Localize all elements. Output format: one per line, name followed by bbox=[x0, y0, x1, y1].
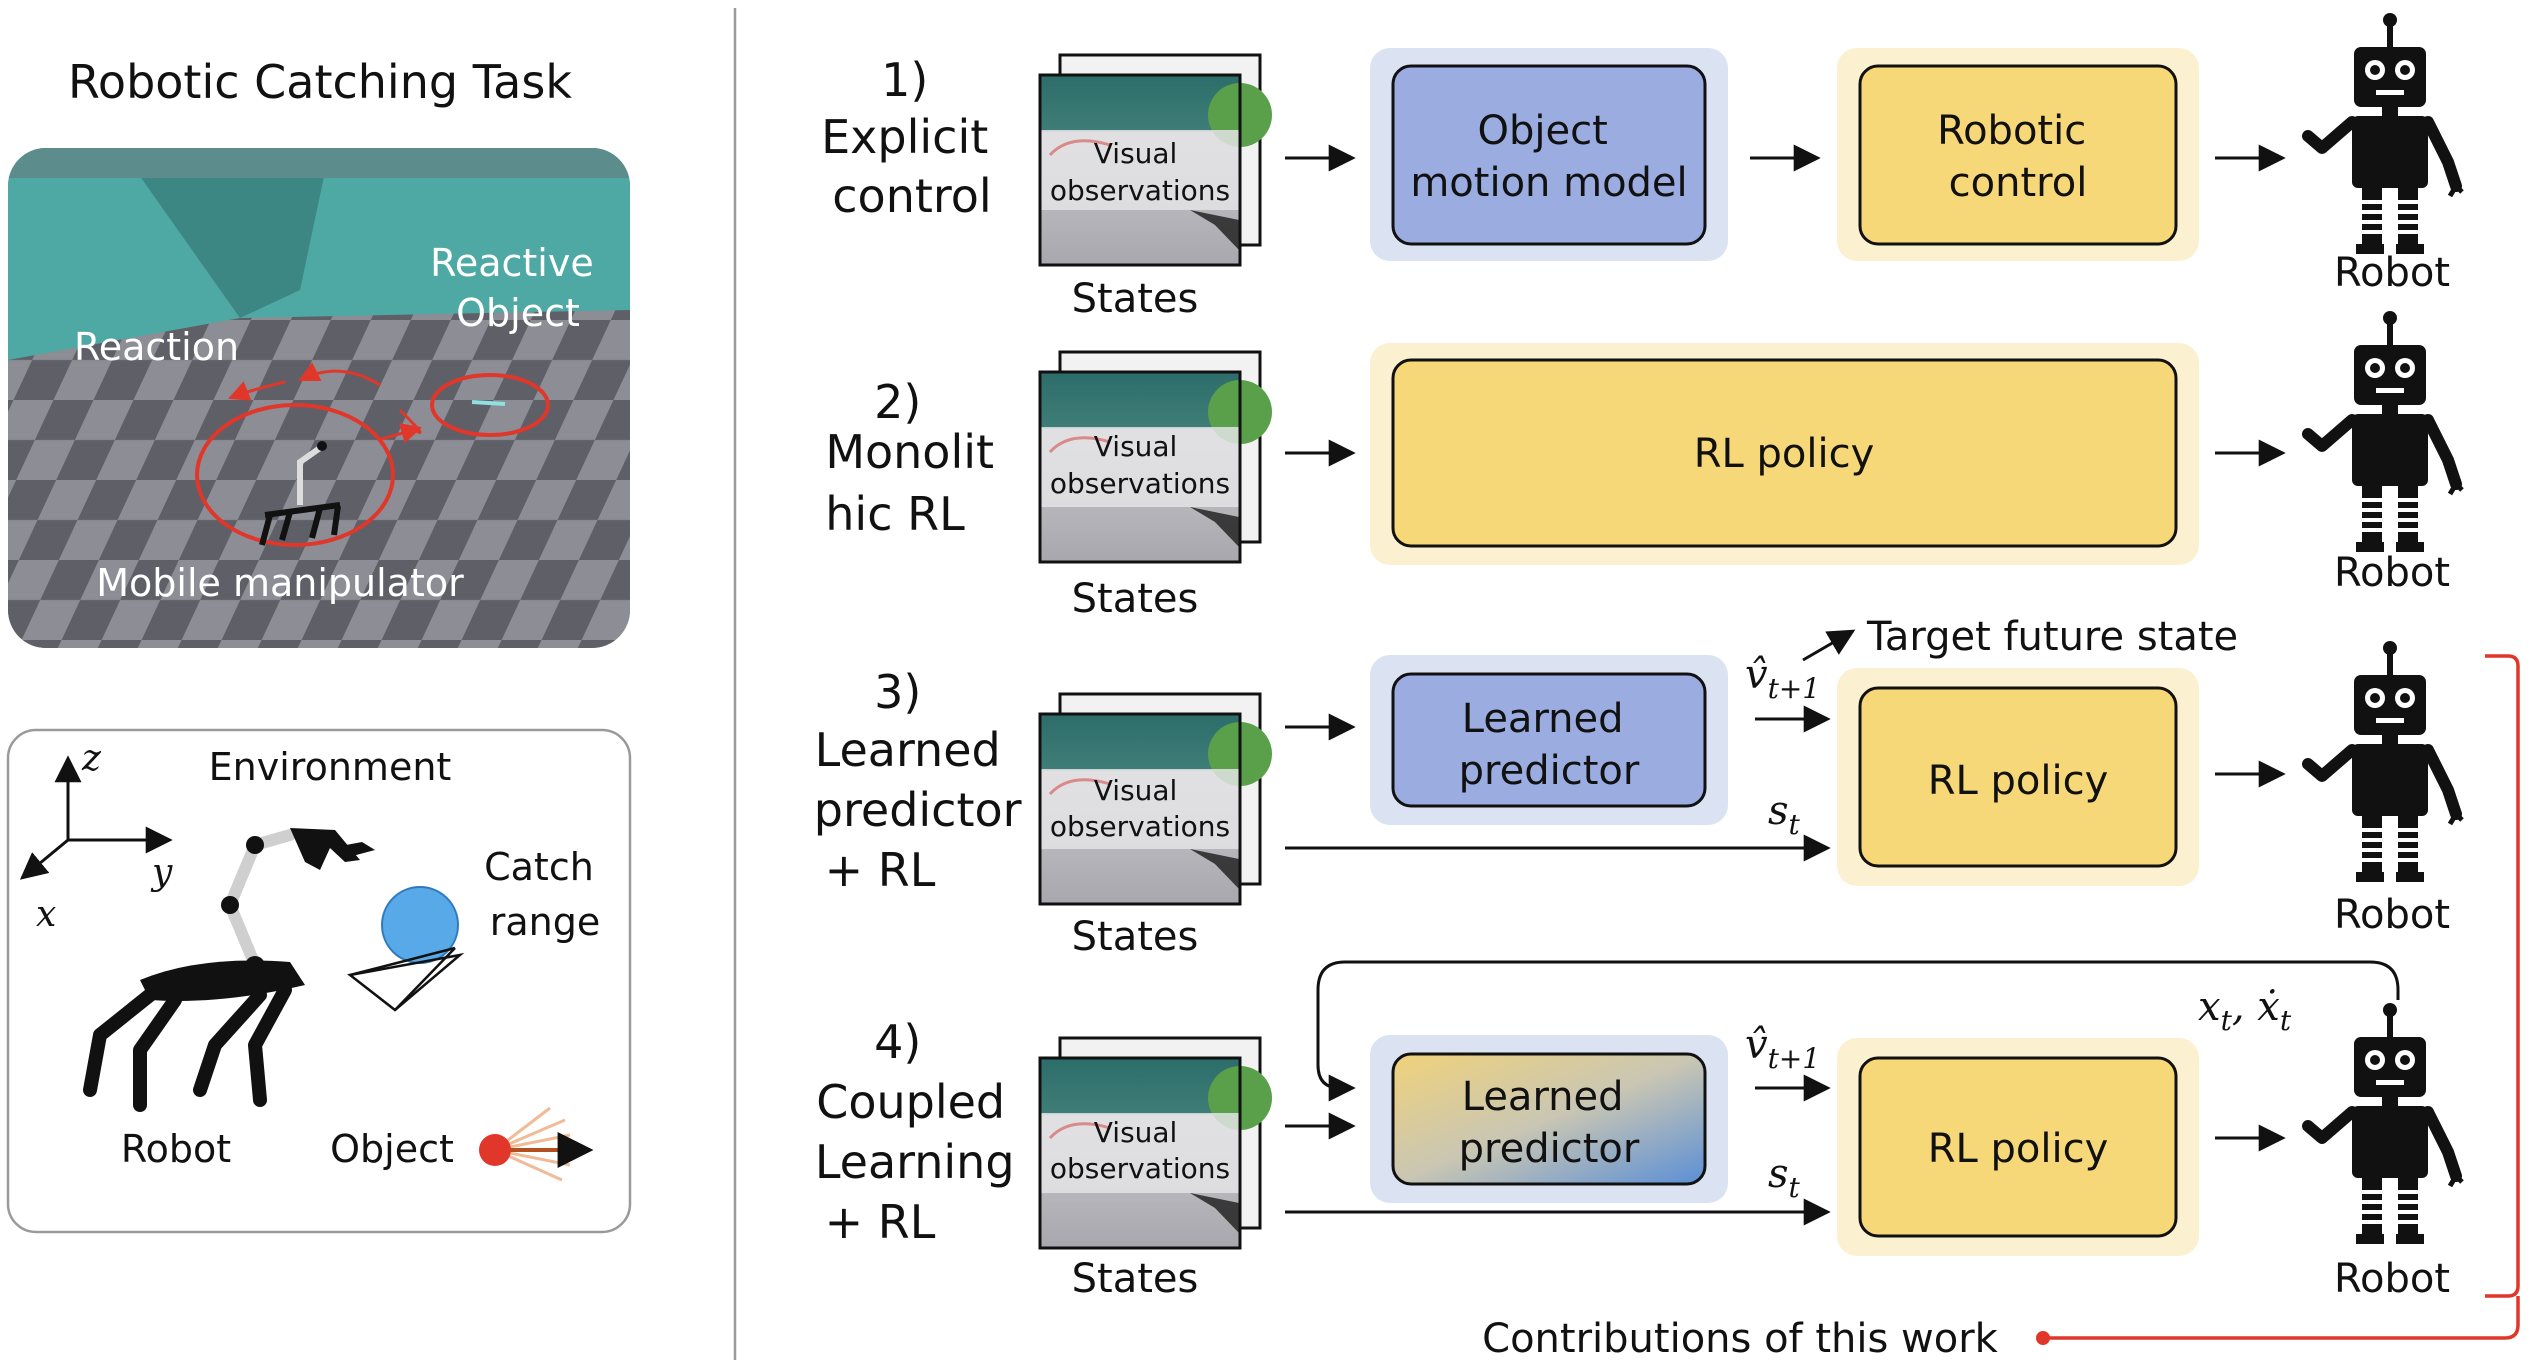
row2-robot-label: Robot bbox=[2334, 550, 2450, 596]
scene-reaction: Reaction bbox=[74, 325, 239, 369]
learned-predictor-box-row3 bbox=[1391, 672, 1707, 808]
row4-label: 4) Coupled Learning + RL bbox=[815, 1015, 1029, 1249]
environment-title: Environment bbox=[209, 745, 452, 789]
feedback-state-label: xt, ẋt bbox=[2198, 984, 2292, 1037]
rl-policy-box-row3 bbox=[1858, 686, 2178, 868]
rl-policy-label-row3: RL policy bbox=[1928, 758, 2109, 804]
axes-icon bbox=[19, 755, 173, 880]
row1-robot-label: Robot bbox=[2334, 250, 2450, 296]
scene-reactive-object: Reactive Object bbox=[430, 241, 606, 335]
environment-object-label: Object bbox=[330, 1127, 454, 1171]
row4-states: States bbox=[1072, 1256, 1199, 1302]
contributions-label: Contributions of this work bbox=[1482, 1316, 1999, 1362]
row3-robot-label: Robot bbox=[2334, 892, 2450, 938]
catching-scene bbox=[8, 148, 630, 648]
learned-predictor-label-row3: Learned predictor bbox=[1459, 696, 1640, 794]
object-motion-model-box bbox=[1391, 64, 1707, 246]
robot-icon bbox=[2308, 311, 2462, 552]
robot-icon bbox=[2308, 13, 2462, 254]
object-motion-model-label: Object motion model bbox=[1410, 108, 1687, 206]
robotic-control-label: Robotic control bbox=[1937, 108, 2099, 206]
axis-z-label: z bbox=[81, 738, 102, 779]
row2-states: States bbox=[1072, 576, 1199, 622]
catch-range-icon bbox=[347, 886, 465, 1012]
row3-s: st bbox=[1768, 788, 1801, 841]
feedback-loop-arrow bbox=[1316, 960, 2400, 1102]
row-coupled-learning-rl: 4) Coupled Learning + RL Visual observat… bbox=[815, 960, 2462, 1302]
robotic-control-box bbox=[1858, 64, 2178, 246]
row4-s: st bbox=[1768, 1151, 1801, 1204]
left-title: Robotic Catching Task bbox=[68, 55, 572, 109]
axis-y-label: y bbox=[150, 852, 173, 893]
rl-policy-box-row2 bbox=[1391, 358, 2178, 548]
row1-visual-observations: Visual observations bbox=[1050, 137, 1230, 207]
axis-x-label: x bbox=[36, 894, 56, 935]
row3-states: States bbox=[1072, 914, 1199, 960]
contributions-dot bbox=[2036, 1331, 2050, 1345]
row-monolithic-rl: 2) Monolit hic RL Visual observations St… bbox=[825, 311, 2462, 622]
row-explicit-control: 1) Explicit control Visual observations … bbox=[821, 13, 2462, 322]
target-future-state-label: Target future state bbox=[1866, 614, 2238, 660]
row3-label: 3) Learned predictor + RL bbox=[814, 665, 1036, 897]
row3-visual-observations: Visual observations bbox=[1050, 774, 1230, 843]
environment-panel bbox=[6, 728, 632, 1234]
row-learned-predictor-rl: 3) Learned predictor + RL Visual observa… bbox=[814, 614, 2462, 960]
scene-mobile-manipulator: Mobile manipulator bbox=[96, 561, 464, 605]
rl-policy-label-row4: RL policy bbox=[1928, 1126, 2109, 1172]
row2-visual-observations: Visual observations bbox=[1050, 430, 1230, 500]
row4-vhat: v̂t+1 bbox=[1745, 1022, 1820, 1075]
environment-robot-label: Robot bbox=[121, 1127, 231, 1171]
row3-vhat: v̂t+1 bbox=[1745, 652, 1820, 705]
learned-predictor-label-row4: Learned predictor bbox=[1459, 1074, 1640, 1172]
catch-range-label: Catch range bbox=[484, 845, 606, 944]
rl-policy-box-row4 bbox=[1858, 1056, 2178, 1238]
contributions-bracket bbox=[2485, 654, 2520, 1298]
row4-visual-observations: Visual observations bbox=[1050, 1116, 1230, 1185]
contributions-connector bbox=[2045, 1296, 2520, 1340]
object-icon bbox=[479, 1106, 594, 1182]
rl-policy-label-row2: RL policy bbox=[1694, 431, 1875, 477]
row2-label: 2) Monolit hic RL bbox=[825, 375, 1008, 541]
row1-label: 1) Explicit control bbox=[821, 53, 1003, 223]
learned-predictor-box-row4 bbox=[1391, 1052, 1707, 1186]
quadruped-robot-illustration bbox=[83, 828, 375, 1112]
robot-icon bbox=[2308, 1003, 2462, 1244]
row4-robot-label: Robot bbox=[2334, 1256, 2450, 1302]
row1-states: States bbox=[1072, 276, 1199, 322]
robot-icon bbox=[2308, 641, 2462, 882]
